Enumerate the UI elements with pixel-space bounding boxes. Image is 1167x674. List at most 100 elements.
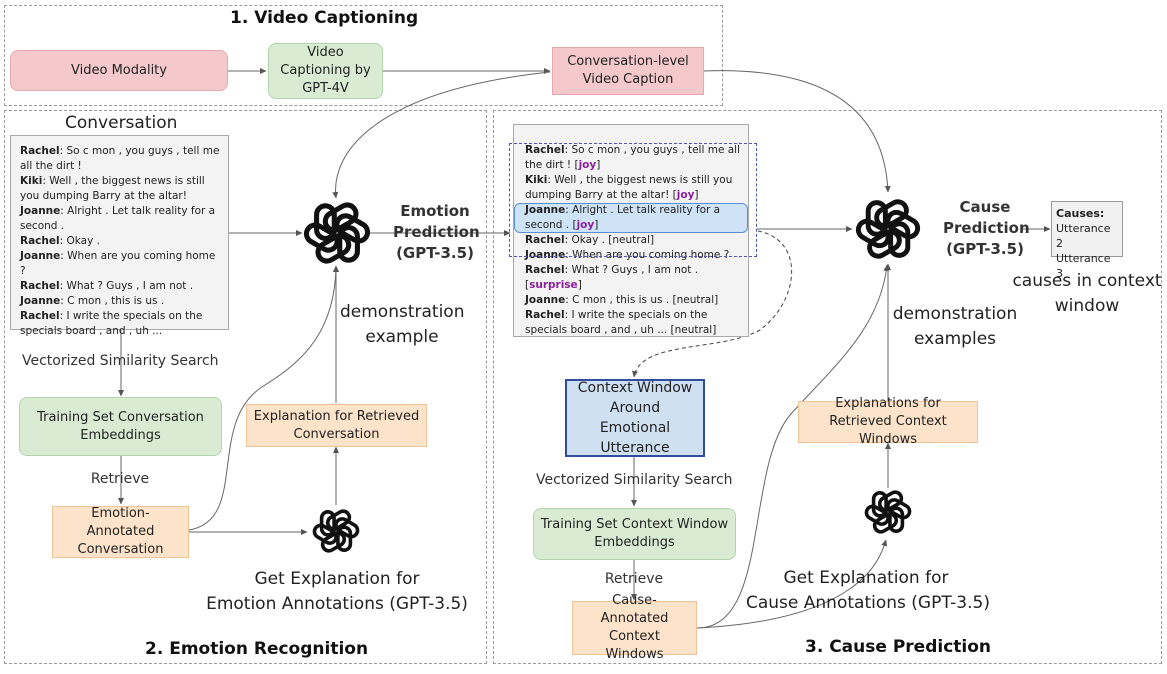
utterance-text: : What ? Guys , I am not .[: [525, 264, 699, 291]
training-conversation-embeddings-box: Training Set Conversation Embeddings: [19, 397, 222, 456]
utterance-text: : Okay . [neutral]: [564, 234, 655, 246]
emotion-tag: surprise: [529, 279, 578, 291]
utterance-line: Rachel: So c mon , you guys , tell me al…: [20, 144, 222, 174]
speaker-name: Joanne: [20, 205, 61, 217]
speaker-name: Joanne: [20, 295, 61, 307]
panel-emotion-recognition: [4, 110, 487, 664]
get-explanation-emotion-line-1: Get Explanation for: [254, 569, 420, 589]
retrieve-label-right: Retrieve: [604, 571, 664, 587]
utterance-text: : Alright . Let talk reality for a secon…: [525, 204, 721, 231]
cause-prediction-line-3: (GPT-3.5): [946, 240, 1024, 258]
speaker-name: Joanne: [525, 204, 566, 216]
section-title-emotion-recognition: 2. Emotion Recognition: [145, 639, 369, 659]
video-modality-box: Video Modality: [10, 50, 228, 91]
utterance-line: Rachel: I write the specials on the spec…: [20, 309, 222, 339]
explanations-retrieved-context-windows-box: Explanations for Retrieved Context Windo…: [798, 396, 978, 447]
cause-prediction-label: Cause Prediction (GPT-3.5): [943, 197, 1030, 260]
demonstration-example-line-2: example: [365, 327, 439, 347]
emotion-prediction-line-1: Emotion: [400, 202, 470, 220]
speaker-name: Rachel: [20, 235, 60, 247]
utterance-line: Joanne: When are you coming home ?: [20, 249, 222, 279]
vss-label-right: Vectorized Similarity Search: [536, 472, 733, 488]
panel-cause-prediction: [493, 110, 1162, 664]
speaker-name: Rachel: [20, 280, 60, 292]
speaker-name: Kiki: [20, 175, 43, 187]
conversation-video-caption-box: Conversation-level Video Caption: [552, 47, 704, 95]
vss-label-left: Vectorized Similarity Search: [22, 353, 219, 369]
utterance-text: : C mon , this is us .: [60, 295, 165, 307]
cause-item: Utterance 2: [1056, 222, 1111, 250]
get-explanation-emotion-label: Get Explanation for Emotion Annotations …: [206, 567, 468, 617]
utterance-text: : Okay .: [59, 235, 100, 247]
utterance-text: : What ? Guys , I am not .: [59, 280, 194, 292]
emotion-tag-close: ]: [594, 219, 599, 231]
utterance-line: Rachel: What ? Guys , I am not .: [20, 279, 222, 294]
cause-prediction-line-2: Prediction: [943, 219, 1030, 237]
get-explanation-cause-line-1: Get Explanation for: [783, 568, 949, 588]
speaker-name: Rachel: [20, 310, 60, 322]
retrieve-label-left: Retrieve: [90, 471, 150, 487]
utterance-text: : Alright . Let talk reality for a secon…: [20, 205, 216, 232]
demonstration-examples-line-2: examples: [913, 329, 997, 349]
gpt-logo-icon: [855, 199, 921, 259]
conversation-heading: Conversation: [65, 113, 178, 133]
causes-title: Causes:: [1056, 207, 1105, 220]
utterance-line: Joanne: C mon , this is us .: [20, 294, 222, 309]
cause-annotated-context-windows-box: Cause-Annotated Context Windows: [572, 593, 697, 662]
training-context-window-embeddings-box: Training Set Context Window Embeddings: [533, 508, 736, 560]
utterance-line: Joanne: C mon , this is us . [neutral]: [525, 293, 742, 308]
causes-in-context-line-2: window: [1054, 296, 1120, 316]
speaker-name: Joanne: [525, 249, 566, 261]
utterance-text: : C mon , this is us . [neutral]: [565, 294, 719, 306]
utterance-line: Rachel: Okay . [neutral]: [525, 233, 742, 248]
explanation-retrieved-conversation-box: Explanation for Retrieved Conversation: [246, 404, 427, 447]
emotion-tag-close: ]: [577, 279, 582, 291]
utterance-line: Rachel: I write the specials on the spec…: [525, 308, 742, 338]
causes-box: Causes: Utterance 2 Utterance 3: [1051, 201, 1123, 280]
utterance-line: Rachel: So c mon , you guys , tell me al…: [525, 143, 742, 173]
emotion-annotated-conversation-box: Emotion-Annotated Conversation: [52, 506, 189, 558]
video-captioning-gpt4v-box: Video Captioning by GPT-4V: [268, 43, 383, 99]
speaker-name: Rachel: [525, 264, 565, 276]
panel-video-captioning: [4, 5, 723, 106]
gpt-logo-icon: [303, 202, 371, 264]
utterance-text: : When are you coming home ?: [565, 249, 730, 261]
demonstration-example-label: demonstration example: [340, 300, 464, 350]
utterance-line: Rachel: What ? Guys , I am not .[surpris…: [525, 263, 742, 293]
utterance-text: : So c mon , you guys , tell me all the …: [20, 145, 220, 172]
cause-prediction-line-1: Cause: [959, 198, 1011, 216]
conversation-box-right: Rachel: So c mon , you guys , tell me al…: [513, 124, 749, 337]
speaker-name: Kiki: [525, 174, 548, 186]
highlight-target-utterance: [514, 203, 748, 233]
speaker-name: Joanne: [20, 250, 61, 262]
emotion-tag-close: ]: [596, 159, 601, 171]
emotion-tag-close: ]: [694, 189, 699, 201]
emotion-prediction-line-2: Prediction: [393, 223, 480, 241]
section-title-video-captioning: 1. Video Captioning: [230, 8, 419, 28]
utterance-line: Rachel: Okay .: [20, 234, 222, 249]
utterance-line: Joanne: Alright . Let talk reality for a…: [525, 203, 742, 233]
emotion-tag: joy: [578, 159, 597, 171]
speaker-name: Rachel: [20, 145, 60, 157]
speaker-name: Joanne: [525, 294, 566, 306]
utterance-line: Kiki: Well , the biggest news is still y…: [525, 173, 742, 203]
emotion-tag: joy: [576, 219, 595, 231]
utterance-text: : So c mon , you guys , tell me all the …: [525, 144, 741, 171]
utterance-text: : Well , the biggest news is still you d…: [525, 174, 733, 201]
utterance-text: : I write the specials on the specials b…: [20, 310, 203, 337]
utterance-text: : Well , the biggest news is still you d…: [20, 175, 205, 202]
get-explanation-emotion-line-2: Emotion Annotations (GPT-3.5): [206, 594, 468, 614]
speaker-name: Rachel: [525, 144, 565, 156]
speaker-name: Rachel: [525, 309, 565, 321]
utterance-line: Joanne: Alright . Let talk reality for a…: [20, 204, 222, 234]
get-explanation-cause-line-2: Cause Annotations (GPT-3.5): [746, 593, 990, 613]
get-explanation-cause-label: Get Explanation for Cause Annotations (G…: [746, 566, 990, 616]
emotion-prediction-label: Emotion Prediction (GPT-3.5): [393, 201, 480, 264]
gpt-logo-icon: [864, 490, 912, 534]
demonstration-examples-label: demonstration examples: [892, 302, 1018, 352]
causes-in-context-line-1: causes in context: [1012, 271, 1162, 291]
causes-in-context-window-label: causes in context window: [1012, 269, 1162, 319]
context-window-dashed-frame: [509, 143, 757, 257]
demonstration-examples-line-1: demonstration: [892, 304, 1018, 324]
